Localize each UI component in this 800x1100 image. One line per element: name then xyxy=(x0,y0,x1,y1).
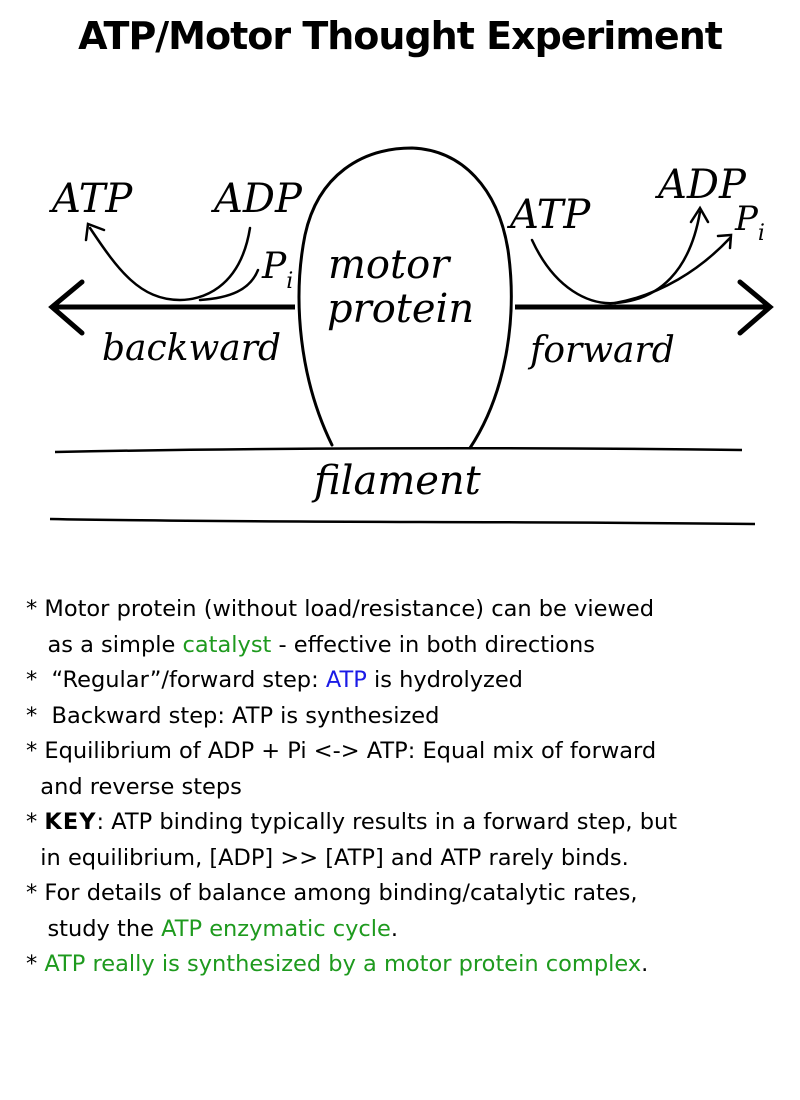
note-4b: and reverse steps xyxy=(26,773,242,800)
filament-bottom-line xyxy=(49,517,756,526)
left-p-sub: i xyxy=(286,269,293,294)
atp-highlight: ATP xyxy=(325,667,367,693)
note-2-pre: * “Regular”/forward step: xyxy=(26,667,326,693)
right-reaction-curves xyxy=(530,205,733,305)
motor-protein-shape xyxy=(297,146,513,450)
note-7-star: * xyxy=(26,951,45,977)
note-7-post: . xyxy=(641,951,649,977)
note-2: * “Regular”/forward step: ATP is hydroly… xyxy=(26,663,796,699)
note-6b-post: . xyxy=(390,915,399,942)
motor-label-line2: protein xyxy=(327,286,474,332)
note-1a: * Motor protein (without load/resistance… xyxy=(26,596,654,622)
left-atp-label: ATP xyxy=(48,176,133,222)
note-1b-post: - effective in both directions xyxy=(271,631,596,658)
note-7: * ATP really is synthesized by a motor p… xyxy=(26,947,796,983)
right-p-sub: i xyxy=(758,221,765,246)
motor-diagram: ATP ADP Pi ATP ADP Pi motor protein back… xyxy=(48,146,774,526)
note-5a: * KEY: ATP binding typically results in … xyxy=(26,805,796,841)
note-6a: * For details of balance among binding/c… xyxy=(26,880,638,906)
note-1b: as a simple catalyst - effective in both… xyxy=(26,628,796,664)
backward-arrow xyxy=(48,279,295,336)
forward-label: forward xyxy=(527,330,675,371)
page-title: ATP/Motor Thought Experiment xyxy=(78,14,723,58)
right-adp-label: ADP xyxy=(654,162,747,208)
atp-enzymatic-cycle-link: ATP enzymatic cycle xyxy=(161,915,391,942)
left-adp-label: ADP xyxy=(210,176,303,222)
note-6b: study the ATP enzymatic cycle. xyxy=(26,912,796,948)
motor-label-line1: motor xyxy=(328,242,452,288)
note-2-post: is hydrolyzed xyxy=(366,667,523,693)
right-atp-label: ATP xyxy=(506,192,591,238)
catalyst-link: catalyst xyxy=(182,631,272,658)
left-reaction-curves xyxy=(84,222,260,302)
note-5a-text: : ATP binding typically results in a for… xyxy=(96,809,678,835)
note-5-star: * xyxy=(26,809,45,835)
right-p: P xyxy=(734,199,759,239)
key-label: KEY xyxy=(44,809,97,835)
note-6b-pre: study the xyxy=(26,915,162,942)
note-5b: in equilibrium, [ADP] >> [ATP] and ATP r… xyxy=(26,844,629,871)
note-3: * Backward step: ATP is synthesized xyxy=(26,702,440,729)
left-pi-label: Pi xyxy=(261,246,293,294)
backward-label: backward xyxy=(102,328,281,369)
left-p: P xyxy=(261,246,287,287)
note-4a: * Equilibrium of ADP + Pi <-> ATP: Equal… xyxy=(26,738,657,764)
note-1b-pre: as a simple xyxy=(26,631,183,658)
filament-top-line xyxy=(54,447,743,454)
filament-label: filament xyxy=(311,458,482,504)
notes-list: * Motor protein (without load/resistance… xyxy=(26,592,796,983)
forward-arrow xyxy=(515,279,774,336)
right-pi-label: Pi xyxy=(734,199,765,246)
atp-synthase-link: ATP really is synthesized by a motor pro… xyxy=(44,951,642,977)
